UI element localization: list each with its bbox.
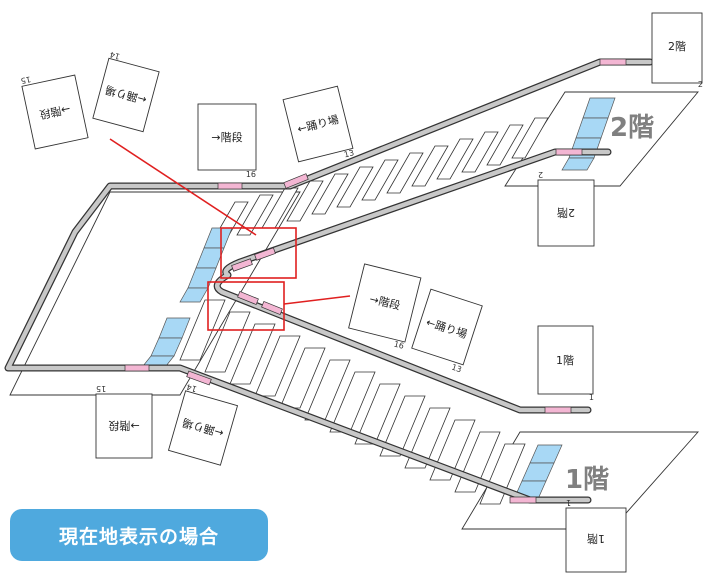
upper-staircase <box>211 117 549 243</box>
sign-floor1-right: 1階 1 <box>537 325 594 402</box>
sign-stairs-inverted-top: →階段 15 <box>20 74 89 150</box>
sign-stairs-upper-label: →階段 <box>211 130 242 144</box>
pointer-line-upper <box>109 138 257 236</box>
sign-stairs-inverted-bottom-number: 15 <box>96 384 106 393</box>
sign-stairs-middle-number: 16 <box>393 340 405 351</box>
sign-floor1-inverted-label: 1階 <box>587 532 605 546</box>
sign-landing-inverted-bottom: ←踊り場 14 <box>167 382 239 466</box>
sign-floor2-inverted-label: 2階 <box>557 206 575 220</box>
sign-floor1-right-label: 1階 <box>556 353 574 367</box>
sign-floor1-right-number: 1 <box>589 393 594 402</box>
braille-markers <box>124 58 627 504</box>
highlight-box-upper <box>220 227 297 279</box>
sign-stairs-upper: →階段 16 <box>197 103 257 179</box>
sign-stairs-upper-number: 16 <box>246 170 256 179</box>
highlight-box-lower <box>207 281 285 331</box>
sign-floor2-top-number: 2 <box>698 80 703 89</box>
sign-floor1-inverted: 1階 1 <box>565 498 627 573</box>
floor-label-1: 1階 <box>565 465 609 495</box>
sign-landing-middle: ←踊り場 13 <box>411 288 483 375</box>
sign-floor2-top: 2階 2 <box>651 12 703 89</box>
sign-floor2-inverted: 2階 2 <box>537 170 595 247</box>
current-location-badge-label: 現在地表示の場合 <box>58 525 219 548</box>
sign-floor2-top-label: 2階 <box>668 39 686 53</box>
sign-stairs-inverted-bottom-label: →階段 <box>108 419 139 433</box>
sign-landing-upper: ←踊り場 13 <box>282 85 355 163</box>
sign-stairs-middle: →階段 16 <box>348 263 422 351</box>
sign-landing-middle-number: 13 <box>450 363 462 375</box>
sign-landing-inverted-top: ←踊り場 14 <box>92 50 160 133</box>
sign-floor1-inverted-number: 1 <box>566 498 571 507</box>
sign-stairs-inverted-top-label: →階段 <box>38 102 71 122</box>
sign-landing-inverted-bottom-number: 14 <box>186 382 198 393</box>
sign-stairs-inverted-top-number: 15 <box>20 74 32 85</box>
sign-floor2-inverted-number: 2 <box>538 170 543 179</box>
sign-landing-upper-number: 13 <box>343 148 355 159</box>
highlight-callouts <box>109 138 351 331</box>
current-location-badge: 現在地表示の場合 <box>10 509 268 561</box>
floor-label-2: 2階 <box>610 113 654 143</box>
sign-landing-inverted-top-number: 14 <box>109 50 121 61</box>
landing-platform <box>9 191 301 396</box>
pointer-line-lower <box>283 295 351 305</box>
tactile-paving <box>142 97 616 500</box>
sign-stairs-inverted-bottom: →階段 15 <box>95 384 153 459</box>
lower-staircase <box>179 299 526 505</box>
